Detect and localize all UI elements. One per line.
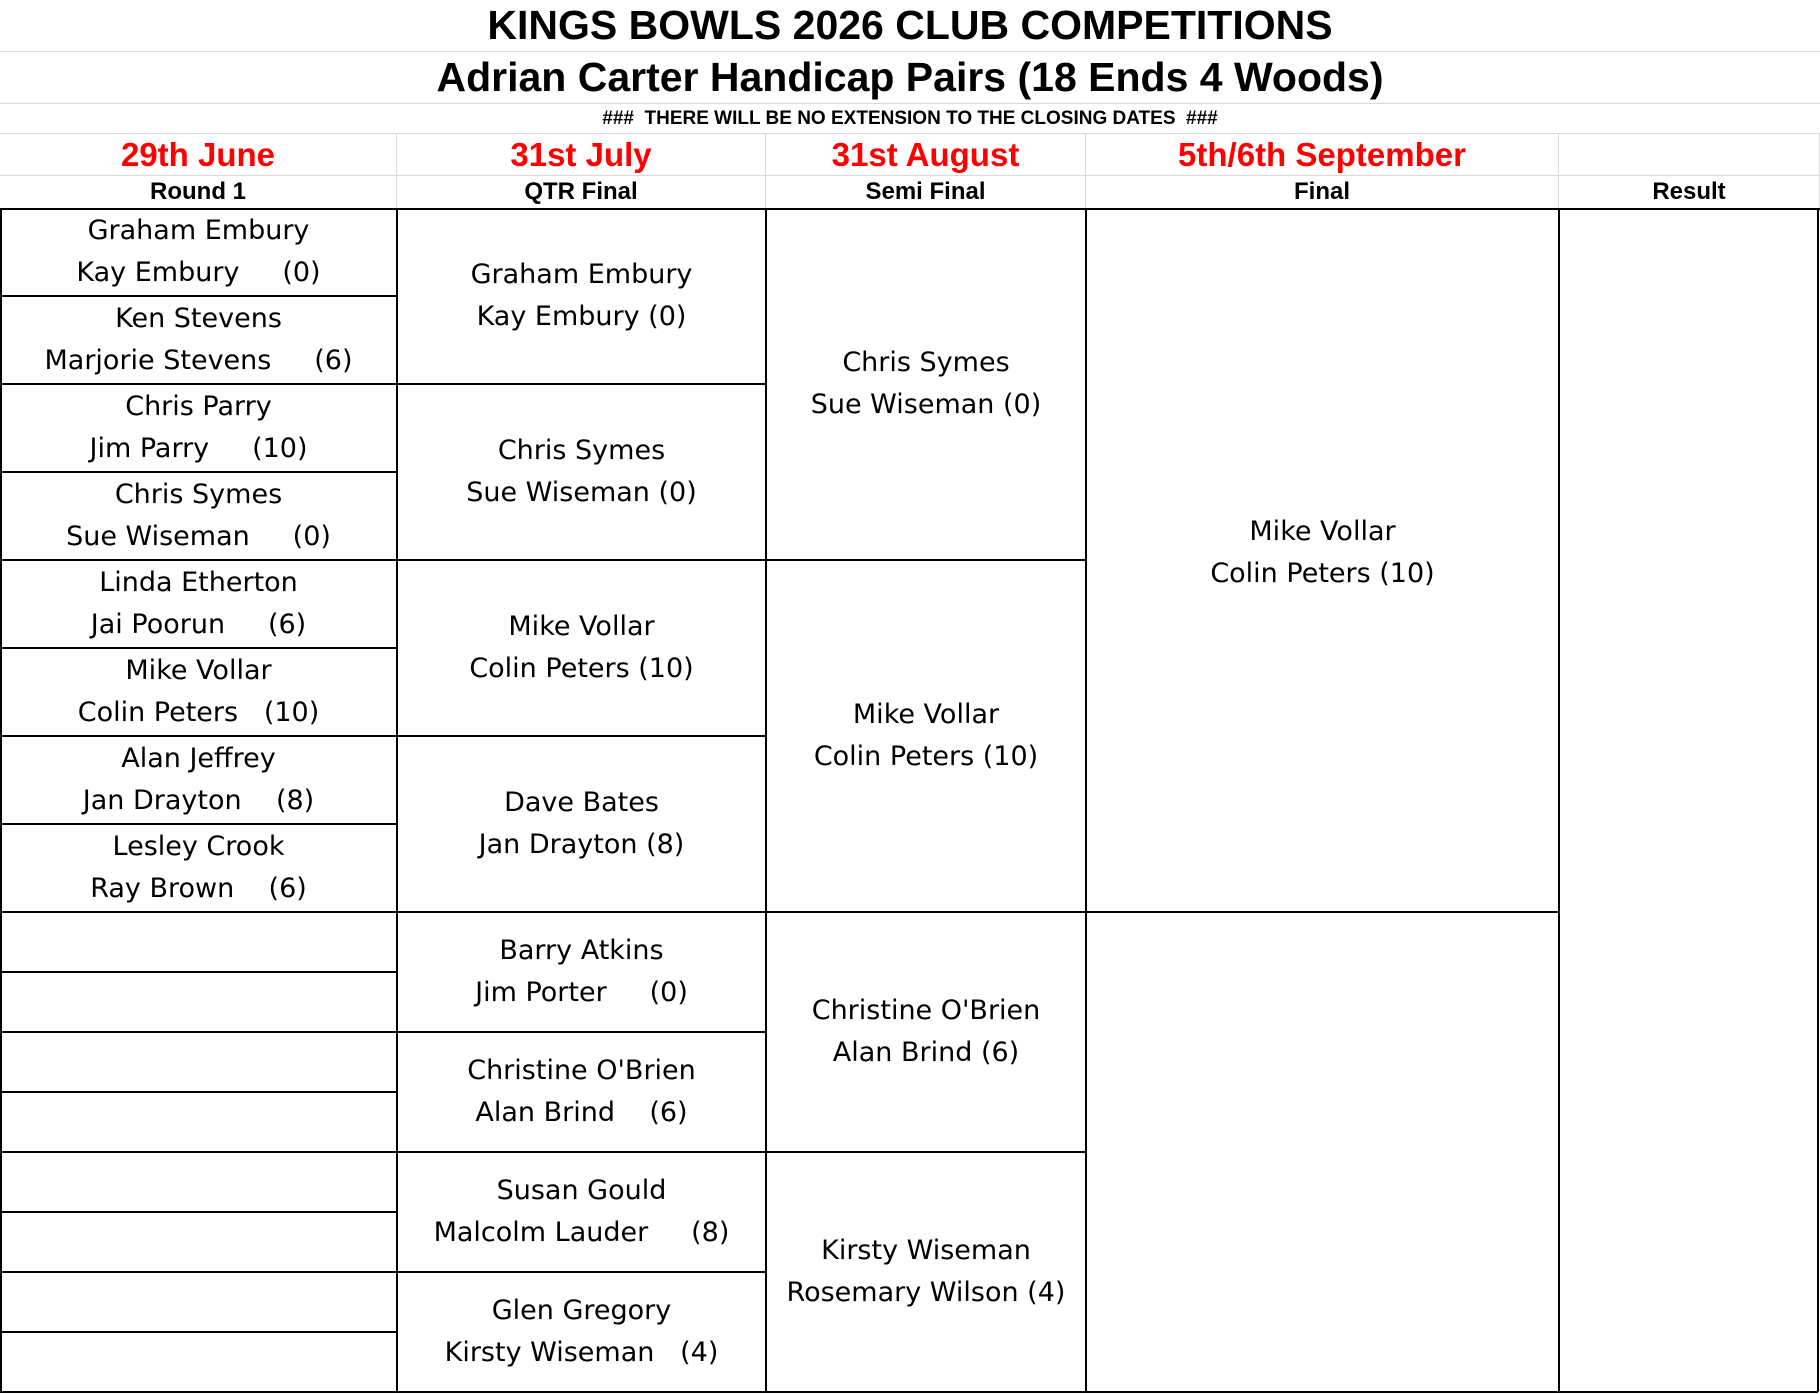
quarter-final-entry-player-two: Kirsty Wiseman (4) [444,1337,719,1368]
final-header: Final [1086,176,1559,208]
final-entry [1086,912,1559,1392]
round1-entry-player-one: Mike Vollar [125,655,272,686]
quarter-final-entry-player-one: Barry Atkins [499,935,664,966]
round1-entry [0,1032,397,1092]
quarter-final-entry-player-one: Chris Symes [497,435,666,466]
semi-final-entry-player-one: Christine O'Brien [811,995,1041,1026]
quarter-final-entry-player-one: Susan Gould [496,1175,667,1206]
quarter-final-entry-player-two: Kay Embury (0) [476,301,687,332]
final-entry-player-two: Colin Peters (10) [1210,557,1435,589]
quarter-final-entry-player-one: Christine O'Brien [467,1055,696,1086]
semi-final-header: Semi Final [766,176,1086,208]
semi-final-entry-player-one: Chris Symes [842,347,1010,378]
quarter-final-entry-player-two: Alan Brind (6) [475,1097,688,1128]
result-header: Result [1559,176,1820,208]
quarter-final-entry-player-two: Jan Drayton (8) [478,829,685,860]
semi-final-entry-player-two: Colin Peters (10) [813,741,1039,772]
round1-entry [0,1152,397,1212]
round1-entry [0,1212,397,1272]
quarter-final-entry-player-one: Mike Vollar [508,611,655,642]
round1-entry [0,1272,397,1332]
quarter-final-entry-player-two: Sue Wiseman (0) [466,477,697,508]
round1-date: 29th June [0,134,397,176]
quarter-final-entry-player-two: Malcolm Lauder (8) [433,1217,730,1248]
round1-entry-player-two: Colin Peters (10) [77,697,320,728]
semi-final-entry-player-two: Rosemary Wilson (4) [786,1277,1066,1308]
result-entry [1559,208,1818,1392]
sheet-title: KINGS BOWLS 2026 CLUB COMPETITIONS [0,0,1820,52]
round1-entry [0,1332,397,1392]
round1-entry-player-one: Chris Parry [125,391,272,422]
quarter-final-entry-player-two: Colin Peters (10) [469,653,694,684]
round1-entry [0,972,397,1032]
bracket-grid [0,208,1820,1393]
round1-entry-player-two: Sue Wiseman (0) [66,521,331,552]
semi-final-entry-player-one: Mike Vollar [852,699,1000,730]
closing-dates-notice: ### THERE WILL BE NO EXTENSION TO THE CL… [0,104,1820,134]
round1-entry-player-two: Jan Drayton (8) [82,785,315,816]
round1-entry-player-two: Ray Brown (6) [90,873,307,904]
final-date: 5th/6th September [1086,134,1559,176]
round1-entry-player-one: Linda Etherton [99,567,298,598]
quarter-final-entry-player-two: Jim Porter (0) [475,977,688,1008]
quarter-final-date: 31st July [397,134,766,176]
quarter-final-header: QTR Final [397,176,766,208]
semi-final-entry-player-two: Alan Brind (6) [832,1037,1020,1068]
result-date [1559,134,1820,176]
quarter-final-entry-player-one: Dave Bates [504,787,659,818]
round1-entry [0,912,397,972]
final-entry-player-one: Mike Vollar [1249,515,1396,547]
round1-entry-player-two: Jim Parry (10) [89,433,308,464]
semi-final-date: 31st August [766,134,1086,176]
round1-entry-player-two: Marjorie Stevens (6) [44,345,353,376]
round1-entry-player-one: Graham Embury [87,215,310,246]
round1-entry-player-one: Chris Symes [114,479,283,510]
round1-entry-player-two: Kay Embury (0) [76,257,321,288]
quarter-final-entry-player-one: Graham Embury [470,259,693,290]
competition-title: Adrian Carter Handicap Pairs (18 Ends 4 … [0,52,1820,104]
semi-final-entry-player-two: Sue Wiseman (0) [810,389,1042,420]
round1-entry-player-one: Alan Jeffrey [121,743,276,774]
round1-entry-player-one: Lesley Crook [112,831,285,862]
quarter-final-entry-player-one: Glen Gregory [491,1295,672,1326]
round1-entry-player-two: Jai Poorun (6) [90,609,307,640]
round1-entry-player-one: Ken Stevens [115,303,282,334]
round1-header: Round 1 [0,176,397,208]
round1-entry [0,1092,397,1152]
semi-final-entry-player-one: Kirsty Wiseman [821,1235,1031,1266]
